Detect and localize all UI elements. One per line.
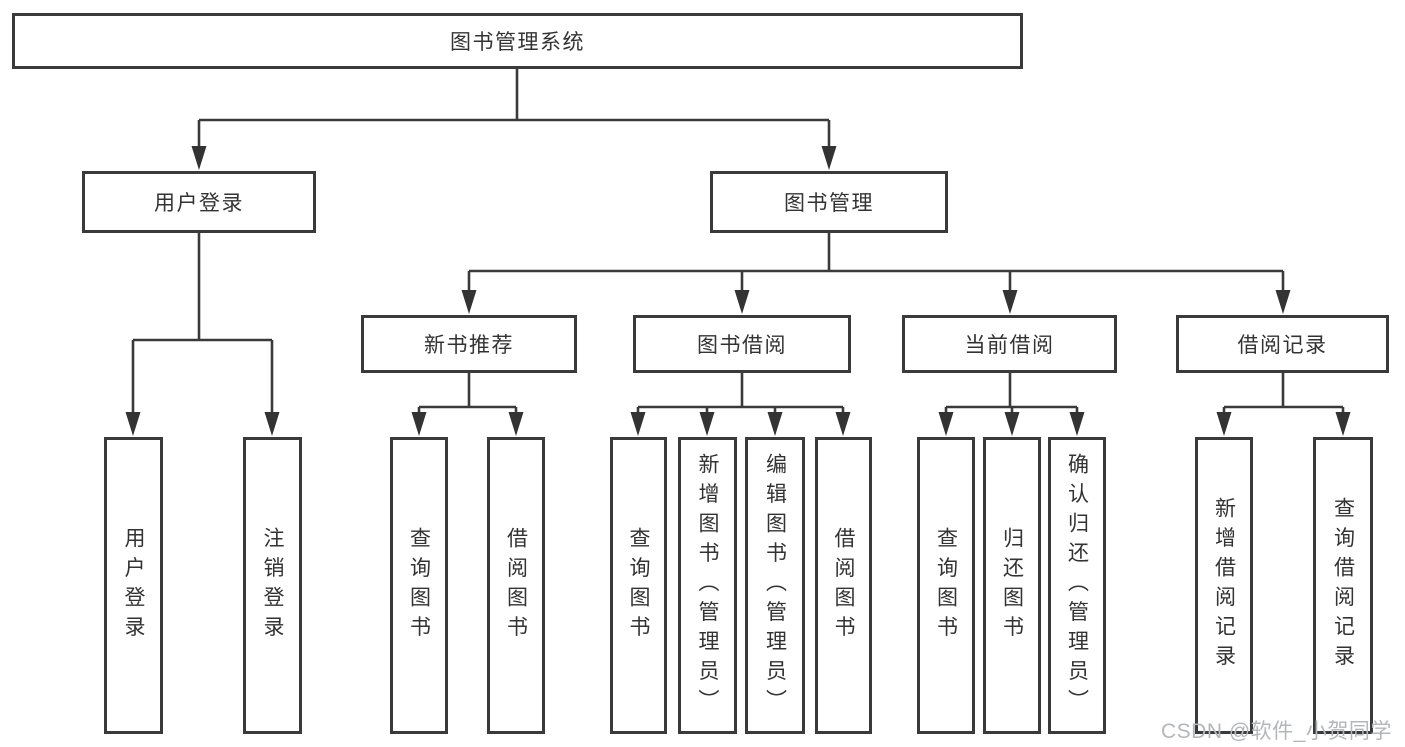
node-current-borrow-label: 当前借阅 bbox=[964, 334, 1055, 357]
connector-new-book-to-leaves bbox=[411, 373, 524, 436]
leaf-query-books-current-label: 查询图书 bbox=[934, 526, 958, 645]
leaf-query-books-recommend-label: 查询图书 bbox=[407, 526, 431, 645]
connector-user-login-to-leaves bbox=[125, 233, 280, 436]
watermark: CSDN @软件_小贺同学 bbox=[1161, 720, 1392, 743]
connector-root-to-branches bbox=[191, 69, 837, 170]
leaf-borrow-books-label: 借阅图书 bbox=[832, 526, 855, 645]
node-book-management: 图书管理 bbox=[710, 171, 948, 233]
node-new-book-recommend: 新书推荐 bbox=[361, 315, 577, 373]
leaf-query-borrow-record-label: 查询借阅记录 bbox=[1331, 497, 1355, 674]
leaf-query-books-recommend: 查询图书 bbox=[390, 437, 448, 734]
node-book-borrow: 图书借阅 bbox=[633, 315, 851, 373]
leaf-confirm-return-admin: 确认归还（管理员） bbox=[1048, 437, 1106, 734]
leaf-user-login-label: 用户登录 bbox=[122, 526, 145, 645]
leaf-query-books-borrow-label: 查询图书 bbox=[627, 526, 650, 645]
leaf-return-books: 归还图书 bbox=[983, 437, 1041, 734]
leaf-add-borrow-record: 新增借阅记录 bbox=[1195, 437, 1253, 734]
connector-book-borrow-to-leaves bbox=[630, 373, 851, 436]
node-root-label: 图书管理系统 bbox=[450, 31, 585, 54]
connector-book-management-to-groups bbox=[461, 233, 1291, 314]
leaf-edit-books-admin: 编辑图书（管理员） bbox=[745, 437, 805, 734]
node-new-book-recommend-label: 新书推荐 bbox=[424, 334, 514, 357]
node-root: 图书管理系统 bbox=[12, 13, 1023, 69]
leaf-add-books-admin: 新增图书（管理员） bbox=[678, 437, 737, 734]
node-current-borrow: 当前借阅 bbox=[902, 315, 1117, 373]
leaf-add-borrow-record-label: 新增借阅记录 bbox=[1212, 497, 1236, 674]
leaf-edit-books-admin-label: 编辑图书（管理员） bbox=[763, 452, 787, 719]
leaf-return-books-label: 归还图书 bbox=[1000, 526, 1024, 645]
leaf-borrow-books-recommend: 借阅图书 bbox=[487, 437, 545, 734]
node-book-management-label: 图书管理 bbox=[784, 192, 874, 215]
leaf-query-books-current: 查询图书 bbox=[917, 437, 975, 734]
node-user-login-label: 用户登录 bbox=[154, 192, 244, 215]
leaf-add-books-admin-label: 新增图书（管理员） bbox=[696, 452, 719, 719]
leaf-confirm-return-admin-label: 确认归还（管理员） bbox=[1065, 452, 1089, 719]
leaf-logout-label: 注销登录 bbox=[261, 526, 284, 645]
leaf-logout: 注销登录 bbox=[243, 437, 302, 734]
leaf-query-books-borrow: 查询图书 bbox=[610, 437, 667, 734]
node-book-borrow-label: 图书借阅 bbox=[697, 334, 787, 357]
connector-current-borrow-to-leaves bbox=[938, 373, 1085, 436]
connector-records-to-leaves bbox=[1216, 373, 1351, 436]
leaf-borrow-books: 借阅图书 bbox=[815, 437, 872, 734]
leaf-borrow-books-recommend-label: 借阅图书 bbox=[504, 526, 528, 645]
node-borrow-records: 借阅记录 bbox=[1176, 315, 1389, 373]
node-user-login: 用户登录 bbox=[82, 171, 316, 233]
leaf-query-borrow-record: 查询借阅记录 bbox=[1313, 437, 1373, 734]
leaf-user-login: 用户登录 bbox=[104, 437, 163, 734]
node-borrow-records-label: 借阅记录 bbox=[1237, 334, 1328, 357]
